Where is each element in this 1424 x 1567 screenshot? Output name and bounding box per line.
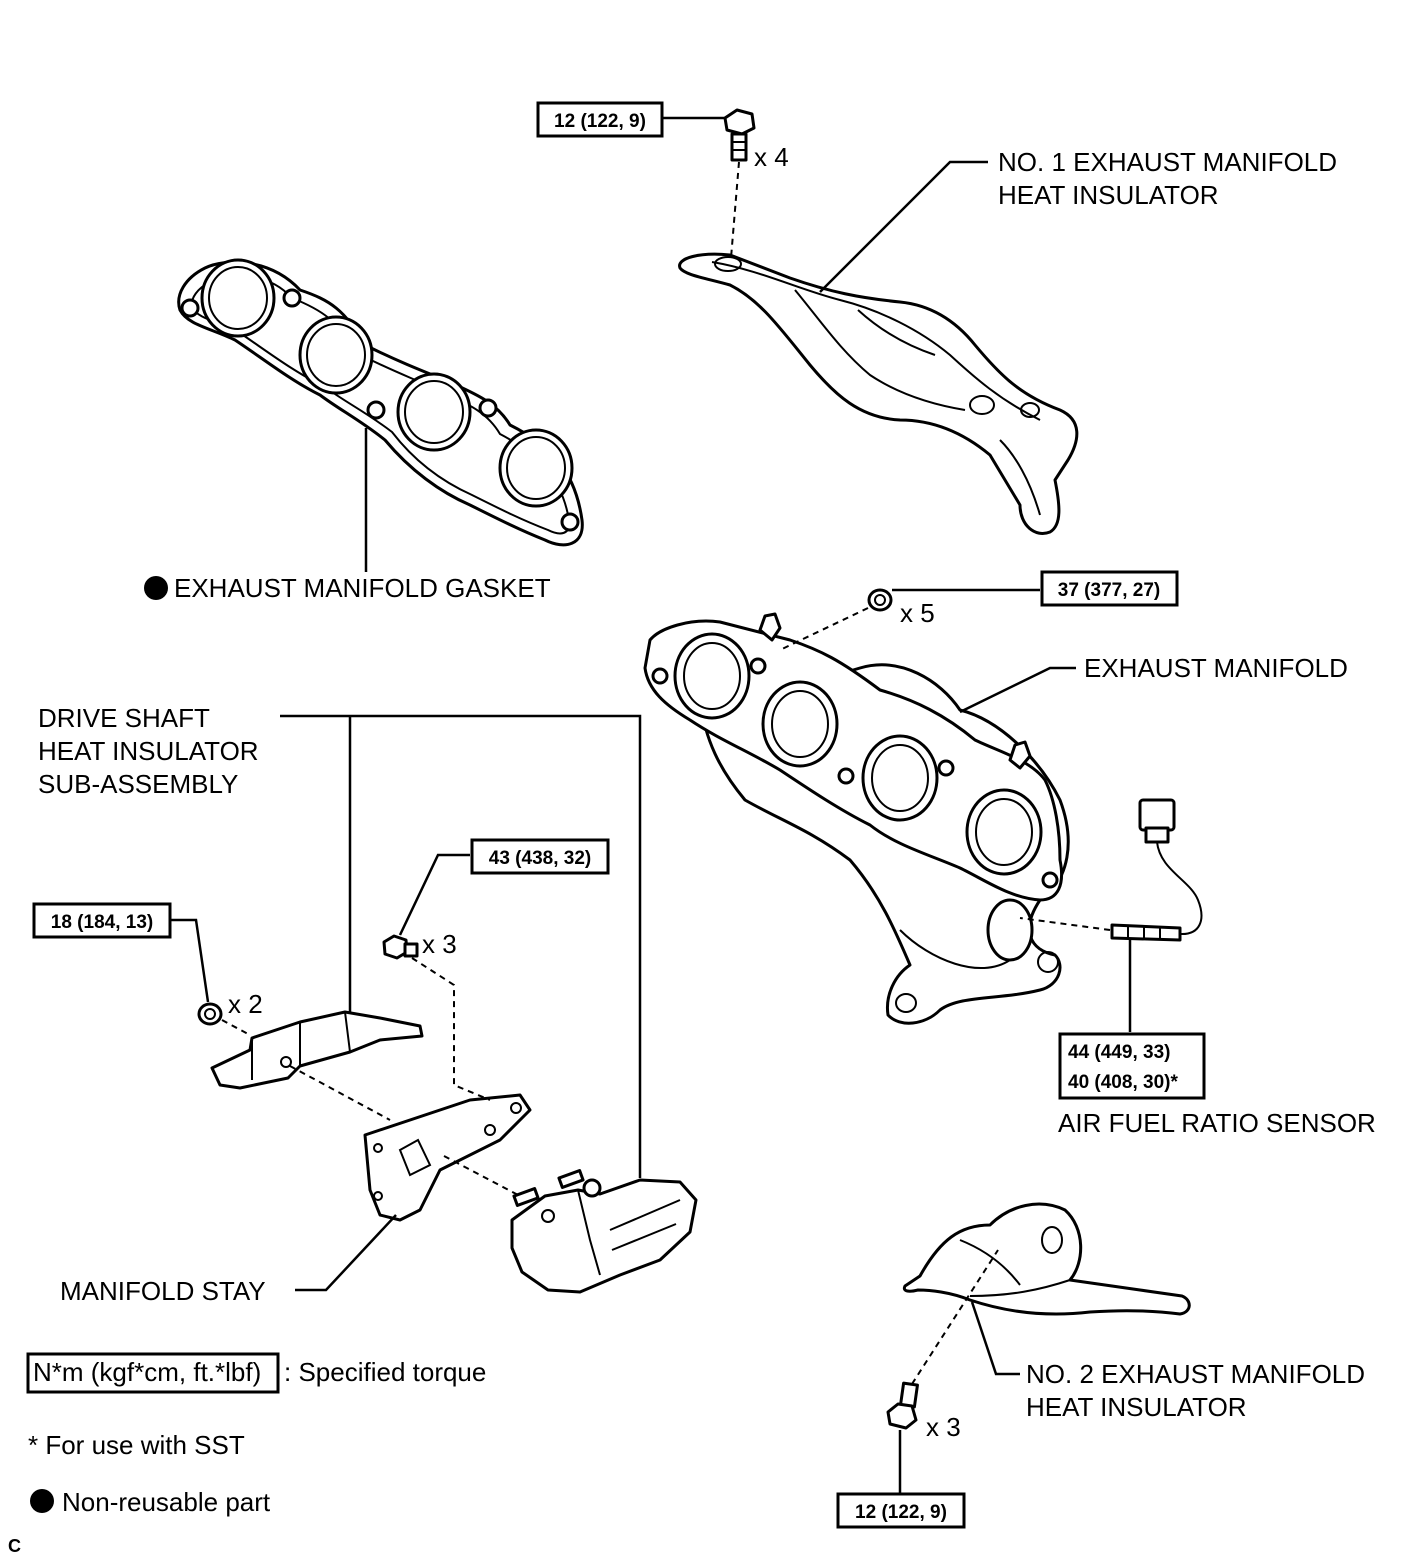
no2-bolt-icon [886,1381,919,1430]
drive-shaft-heat-insulator-lower-drawing [510,1169,698,1294]
qty-ds-nut: x 2 [228,989,263,1019]
torque-box-no1-bolt [536,101,664,138]
legend-torque-unit: N*m (kgf*cm, ft.*lbf) [33,1357,261,1387]
torque-no2-bolt: 12 (122, 9) [855,1502,947,1523]
qty-no2-bolt: x 3 [926,1412,961,1442]
label-gasket: EXHAUST MANIFOLD GASKET [174,573,551,603]
qty-manifold-nut: x 5 [900,598,935,628]
torque-ds-nut: 18 (184, 13) [51,912,153,933]
stay-bolt-icon [382,934,419,960]
legend-torque-desc: : Specified torque [284,1357,486,1387]
torque-stay-bolt: 43 (438, 32) [489,848,591,869]
qty-no1-bolt: x 4 [754,142,789,172]
qty-stay-bolt: x 3 [422,929,457,959]
no1-heat-insulator-drawing [678,252,1079,535]
torque-box-stay-bolt [470,838,610,875]
corner-mark: C [8,1536,21,1556]
torque-sensor-line1: 44 (449, 33) [1068,1042,1170,1063]
label-no1-insulator-line2: HEAT INSULATOR [998,180,1219,210]
label-af-sensor: AIR FUEL RATIO SENSOR [1058,1108,1376,1138]
no1-bolt-icon [723,108,756,162]
legend-nonreusable: Non-reusable part [62,1487,271,1517]
ds-nut-icon [197,1002,223,1026]
torque-box-no2-bolt [836,1492,966,1529]
nonreusable-dot-icon [144,576,168,600]
legend-torque-box [26,1352,280,1394]
label-drive-shaft-line1: DRIVE SHAFT [38,703,210,733]
exhaust-manifold-drawing [643,612,1070,1025]
torque-box-sensor [1058,1032,1206,1100]
label-no2-insulator-line2: HEAT INSULATOR [1026,1392,1247,1422]
label-exhaust-manifold: EXHAUST MANIFOLD [1084,653,1348,683]
torque-manifold-nut: 37 (377, 27) [1058,580,1160,601]
legend-nonreusable-dot-icon [30,1489,54,1513]
label-drive-shaft-line3: SUB-ASSEMBLY [38,769,238,799]
air-fuel-ratio-sensor-drawing [1110,798,1203,942]
torque-box-manifold-nut [1040,570,1179,607]
no2-heat-insulator-drawing [902,1202,1191,1316]
label-no2-insulator-line1: NO. 2 EXHAUST MANIFOLD [1026,1359,1365,1389]
label-no1-insulator-line1: NO. 1 EXHAUST MANIFOLD [998,147,1337,177]
torque-box-ds-nut [32,902,172,939]
drive-shaft-heat-insulator-drawing [210,1010,424,1090]
legend-sst-note: * For use with SST [28,1430,245,1460]
manifold-nut-icon [867,588,893,612]
exhaust-manifold-gasket-drawing [177,258,584,547]
label-manifold-stay: MANIFOLD STAY [60,1276,266,1306]
label-drive-shaft-line2: HEAT INSULATOR [38,736,259,766]
torque-sensor-line2: 40 (408, 30)* [1068,1072,1178,1093]
torque-no1-bolt: 12 (122, 9) [554,111,646,132]
